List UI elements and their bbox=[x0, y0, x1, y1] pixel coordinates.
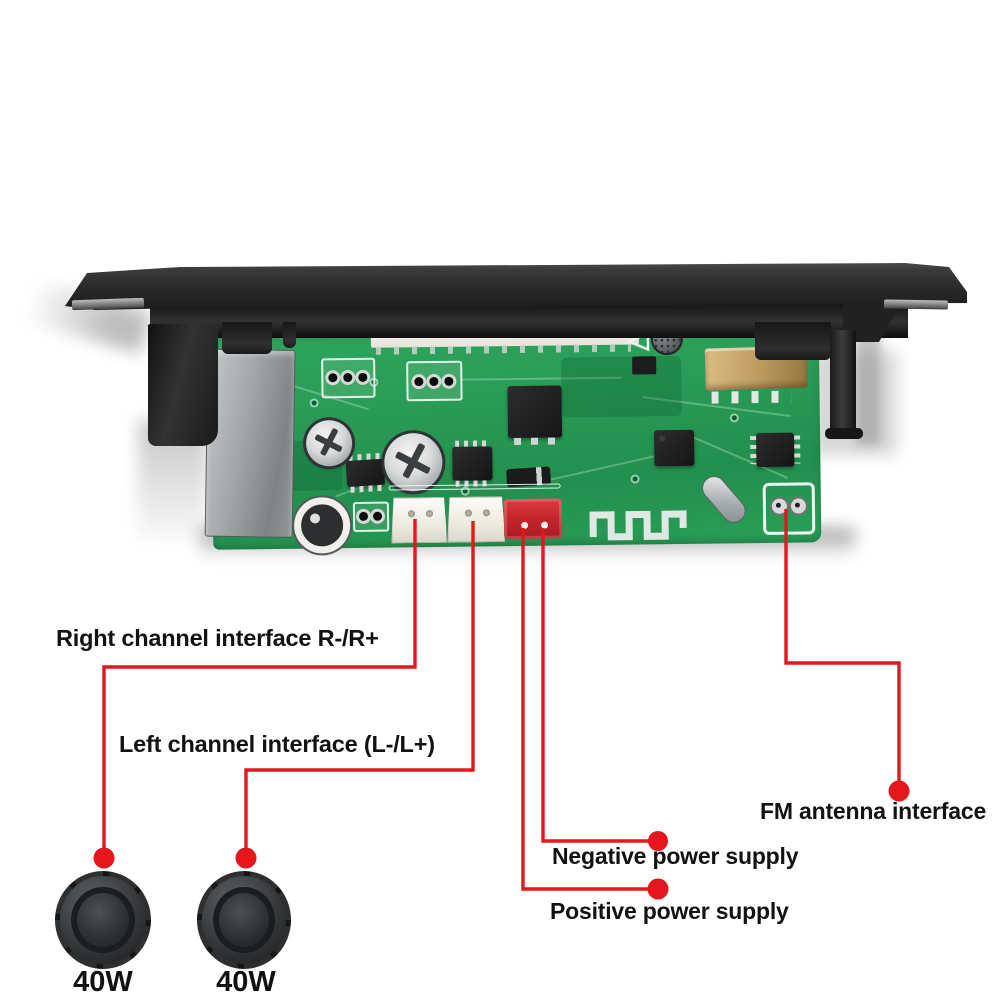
panel-tab bbox=[755, 322, 831, 360]
pointer-dot-positive bbox=[647, 878, 669, 900]
soic-chip-1 bbox=[345, 458, 386, 488]
pcb-via bbox=[731, 415, 737, 421]
left-channel-connector bbox=[447, 496, 506, 543]
fm-antenna-pad bbox=[769, 496, 790, 516]
connector-pin bbox=[465, 510, 472, 517]
speaker-right-wattage: 40W bbox=[216, 966, 276, 998]
connector-pin bbox=[426, 510, 433, 517]
pad-box-2pin bbox=[352, 501, 390, 532]
pcb-copper-patch bbox=[561, 355, 682, 418]
speaker-cone bbox=[77, 893, 129, 947]
pointer-dot-right-channel bbox=[93, 847, 115, 869]
pcb-board bbox=[204, 314, 822, 554]
header-3pin-right bbox=[406, 360, 463, 402]
header-pin bbox=[328, 373, 338, 383]
header-pin bbox=[429, 376, 439, 387]
speaker-left bbox=[55, 871, 151, 969]
panel-standoff bbox=[830, 330, 856, 432]
silkscreen-line bbox=[388, 483, 561, 491]
fm-antenna-pad bbox=[788, 496, 809, 516]
power-amp-chip bbox=[507, 385, 563, 439]
header-pin bbox=[414, 377, 424, 387]
usb-port bbox=[204, 348, 296, 538]
connector-pin bbox=[521, 521, 529, 529]
header-pin bbox=[358, 372, 368, 382]
pcb-via bbox=[632, 476, 638, 482]
capacitor-white-ring bbox=[293, 497, 351, 554]
speaker-right bbox=[197, 871, 291, 969]
pcb-antenna-trace bbox=[589, 510, 687, 541]
connector-pin bbox=[408, 510, 415, 517]
panel-bracket-left bbox=[148, 324, 218, 446]
power-connector bbox=[503, 498, 563, 540]
label-right-channel: Right channel interface R-/R+ bbox=[56, 625, 379, 651]
panel-tab bbox=[222, 322, 272, 354]
standoff-foot bbox=[825, 428, 863, 439]
label-positive-power: Positive power supply bbox=[550, 898, 789, 924]
panel-tab bbox=[283, 322, 296, 348]
connector-pin bbox=[483, 509, 490, 516]
pcb-trace bbox=[543, 453, 662, 483]
header-pin bbox=[444, 376, 454, 386]
fm-antenna-connector bbox=[762, 482, 816, 535]
bluetooth-qfn-chip bbox=[653, 429, 695, 467]
tf-slot-legs bbox=[711, 390, 792, 404]
speaker-left-wattage: 40W bbox=[73, 966, 133, 998]
pcb-via bbox=[311, 400, 317, 406]
soic-chip-3 bbox=[756, 432, 795, 468]
electrolytic-capacitor-1 bbox=[305, 420, 353, 467]
pad-pin bbox=[372, 511, 383, 521]
connector-pin bbox=[541, 521, 549, 529]
soic-chip-2 bbox=[452, 446, 493, 481]
pointer-dot-left-channel bbox=[235, 847, 257, 869]
smd-transistor bbox=[632, 356, 657, 375]
speaker-cone bbox=[219, 893, 269, 947]
electrolytic-capacitor-2 bbox=[384, 432, 443, 492]
label-fm-antenna: FM antenna interface bbox=[760, 798, 987, 824]
solder-pad-row bbox=[375, 343, 632, 355]
panel-lip-right bbox=[883, 299, 949, 310]
crystal-oscillator bbox=[697, 471, 751, 528]
right-channel-connector bbox=[391, 497, 448, 544]
label-left-channel: Left channel interface (L-/L+) bbox=[119, 731, 435, 757]
pad-pin bbox=[358, 511, 369, 521]
header-pin bbox=[343, 372, 353, 383]
label-negative-power: Negative power supply bbox=[552, 843, 799, 869]
header-3pin-left bbox=[321, 357, 376, 399]
front-panel-bar bbox=[65, 263, 967, 310]
